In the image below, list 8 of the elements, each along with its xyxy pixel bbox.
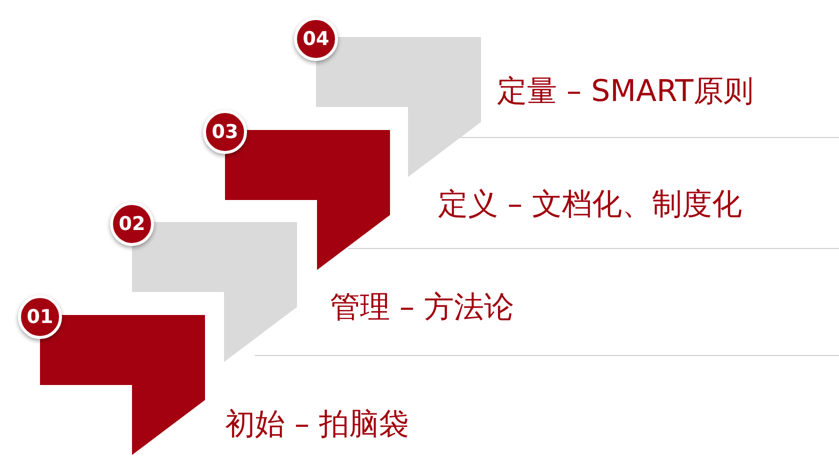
step-label: 管理 – 方法论 <box>330 290 514 326</box>
number-badge: 04 <box>294 17 338 61</box>
step-label: 定义 – 文档化、制度化 <box>438 187 742 223</box>
number-badge: 01 <box>18 295 62 339</box>
number-badge: 02 <box>110 202 154 246</box>
number-badge: 03 <box>203 110 247 154</box>
step-label: 初始 – 拍脑袋 <box>225 407 410 443</box>
step-label: 定量 – SMART原则 <box>497 74 754 110</box>
